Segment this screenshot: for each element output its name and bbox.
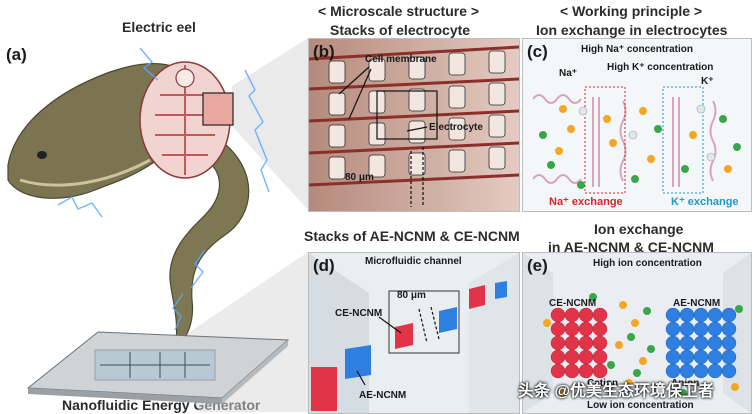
label-high-k: High K⁺ concentration [607,62,714,73]
header-ion-exchange-2: Ion exchange [594,221,684,237]
label-anion: Anion [671,378,700,389]
label-scale-d: 80 μm [397,290,426,301]
generator-chip [26,331,290,404]
panel-a-label: (a) [6,45,27,64]
label-electrocyte: Electrocyte [429,122,483,133]
panel-d: (d) Microfluidic channel 80 μm CE-NCNM A… [308,252,520,414]
panel-b: (b) Cell membrane Electrocyte 80 μm [308,38,520,212]
panel-b-label: (b) [313,42,335,61]
electrocyte-stack-image [309,39,519,211]
label-scale-b: 80 μm [345,172,374,183]
label-k-exchange: K⁺ exchange [671,196,739,208]
eel-belly-line [19,158,151,187]
electric-organ-box [202,92,234,126]
header-working-principle: < Working principle > [560,3,703,19]
label-na-ion: Na⁺ [559,68,578,79]
cross-section-spine [175,68,195,88]
header-stacks-electrocyte: Stacks of electrocyte [330,22,471,38]
panel-e: (e) High ion concentration CE-NCNM AE-NC… [522,252,752,414]
header-microscale: < Microscale structure > [318,3,480,19]
watermark: 头条 @优美生态环境保卫者 [518,383,715,400]
ncnm-stack-image [309,253,519,413]
label-k-ion: K⁺ [701,76,714,87]
panel-c-label: (c) [527,42,548,61]
label-cation: Cation [587,378,619,389]
label-low-ion-concentration: Low ion concentration [587,400,694,411]
label-microfluidic-channel: Microfluidic channel [365,256,462,267]
panel-e-label: (e) [527,256,548,275]
eel-eye [37,151,47,159]
label-ce-ncnm-d: CE-NCNM [335,308,383,319]
cross-section-muscle-lines [155,65,215,175]
header-ion-exchange-electrocytes: Ion exchange in electrocytes [536,22,728,38]
ion-exchange-electrocyte-diagram [532,86,741,194]
label-high-ion-concentration: High ion concentration [593,258,702,269]
label-cell-membrane: Cell membrane [365,54,437,65]
header-electric-eel: Electric eel [122,19,196,35]
header-stacks-ncnm: Stacks of AE-NCNM & CE-NCNM [304,228,520,244]
label-ae-ncnm-d: AE-NCNM [359,390,407,401]
label-ae-ncnm-e: AE-NCNM [673,298,721,309]
panel-c: (c) High Na⁺ concentration High K⁺ conce… [522,38,752,212]
lightning-bolts [57,47,270,368]
ion-exchange-ncnm-diagram [523,253,751,413]
header-ion-exchange-ncnm: in AE-NCNM & CE-NCNM [548,239,714,255]
label-high-na: High Na⁺ concentration [581,44,693,55]
label-na-exchange: Na⁺ exchange [549,196,623,208]
panel-d-label: (d) [313,256,335,275]
label-ce-ncnm-e: CE-NCNM [549,298,597,309]
